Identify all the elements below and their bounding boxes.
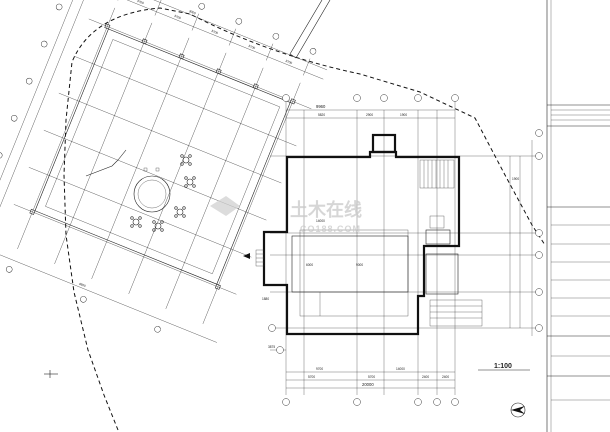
dim-top-inner-2: 2900 — [366, 113, 373, 117]
dim-hall-left: 6000 — [306, 263, 313, 267]
svg-text:3700: 3700 — [136, 0, 144, 5]
watermark-brand: 土木在线 — [290, 199, 362, 220]
dim-top-outer: 9960 — [316, 104, 326, 109]
table-set — [130, 154, 196, 232]
dim-left-small: 1880 — [262, 297, 269, 301]
section-marker — [44, 370, 58, 378]
dim-bottom-outer: 20000 — [362, 382, 374, 387]
main-building: 9960 5820 2900 1900 9000 6000 14000 1880… — [243, 94, 543, 406]
dim-top-inner-3: 1900 — [400, 113, 407, 117]
dim-bottom-part-2: 5700 — [368, 375, 375, 379]
dim-right-upper: 1900 — [512, 177, 519, 181]
dim-hall-height: 14000 — [316, 219, 325, 223]
svg-text:3700: 3700 — [211, 29, 219, 35]
rotated-plaza: 3700 3700 3700 3700 3700 3000 4600 — [0, 0, 328, 343]
svg-text:4600: 4600 — [78, 282, 86, 288]
watermark-site: CO188.COM — [300, 224, 361, 234]
svg-text:3700: 3700 — [248, 44, 256, 50]
dim-bottom-part-4: 2400 — [442, 375, 449, 379]
scale-label: 1:100 — [494, 363, 512, 370]
svg-text:3700: 3700 — [285, 59, 293, 65]
exterior-steps — [429, 299, 483, 327]
dim-hall-width: 9000 — [356, 263, 363, 267]
stairs — [419, 159, 455, 189]
dim-bottom-part-1: 5700 — [308, 375, 315, 379]
title-block — [546, 0, 610, 432]
watermark: 土木在线 CO188.COM — [210, 196, 362, 234]
dim-top-inner-1: 5820 — [318, 113, 325, 117]
north-arrow-icon — [510, 402, 526, 418]
dim-left-bottom: 3875 — [268, 345, 275, 349]
plaza-furniture — [85, 149, 196, 232]
svg-text:3000: 3000 — [188, 9, 196, 15]
dim-bottom-mid-1: 9700 — [316, 367, 323, 371]
top-strip — [289, 0, 331, 59]
dim-bottom-mid-2: 14000 — [396, 367, 405, 371]
svg-text:3700: 3700 — [173, 14, 181, 20]
dim-bottom-part-3: 2400 — [422, 375, 429, 379]
